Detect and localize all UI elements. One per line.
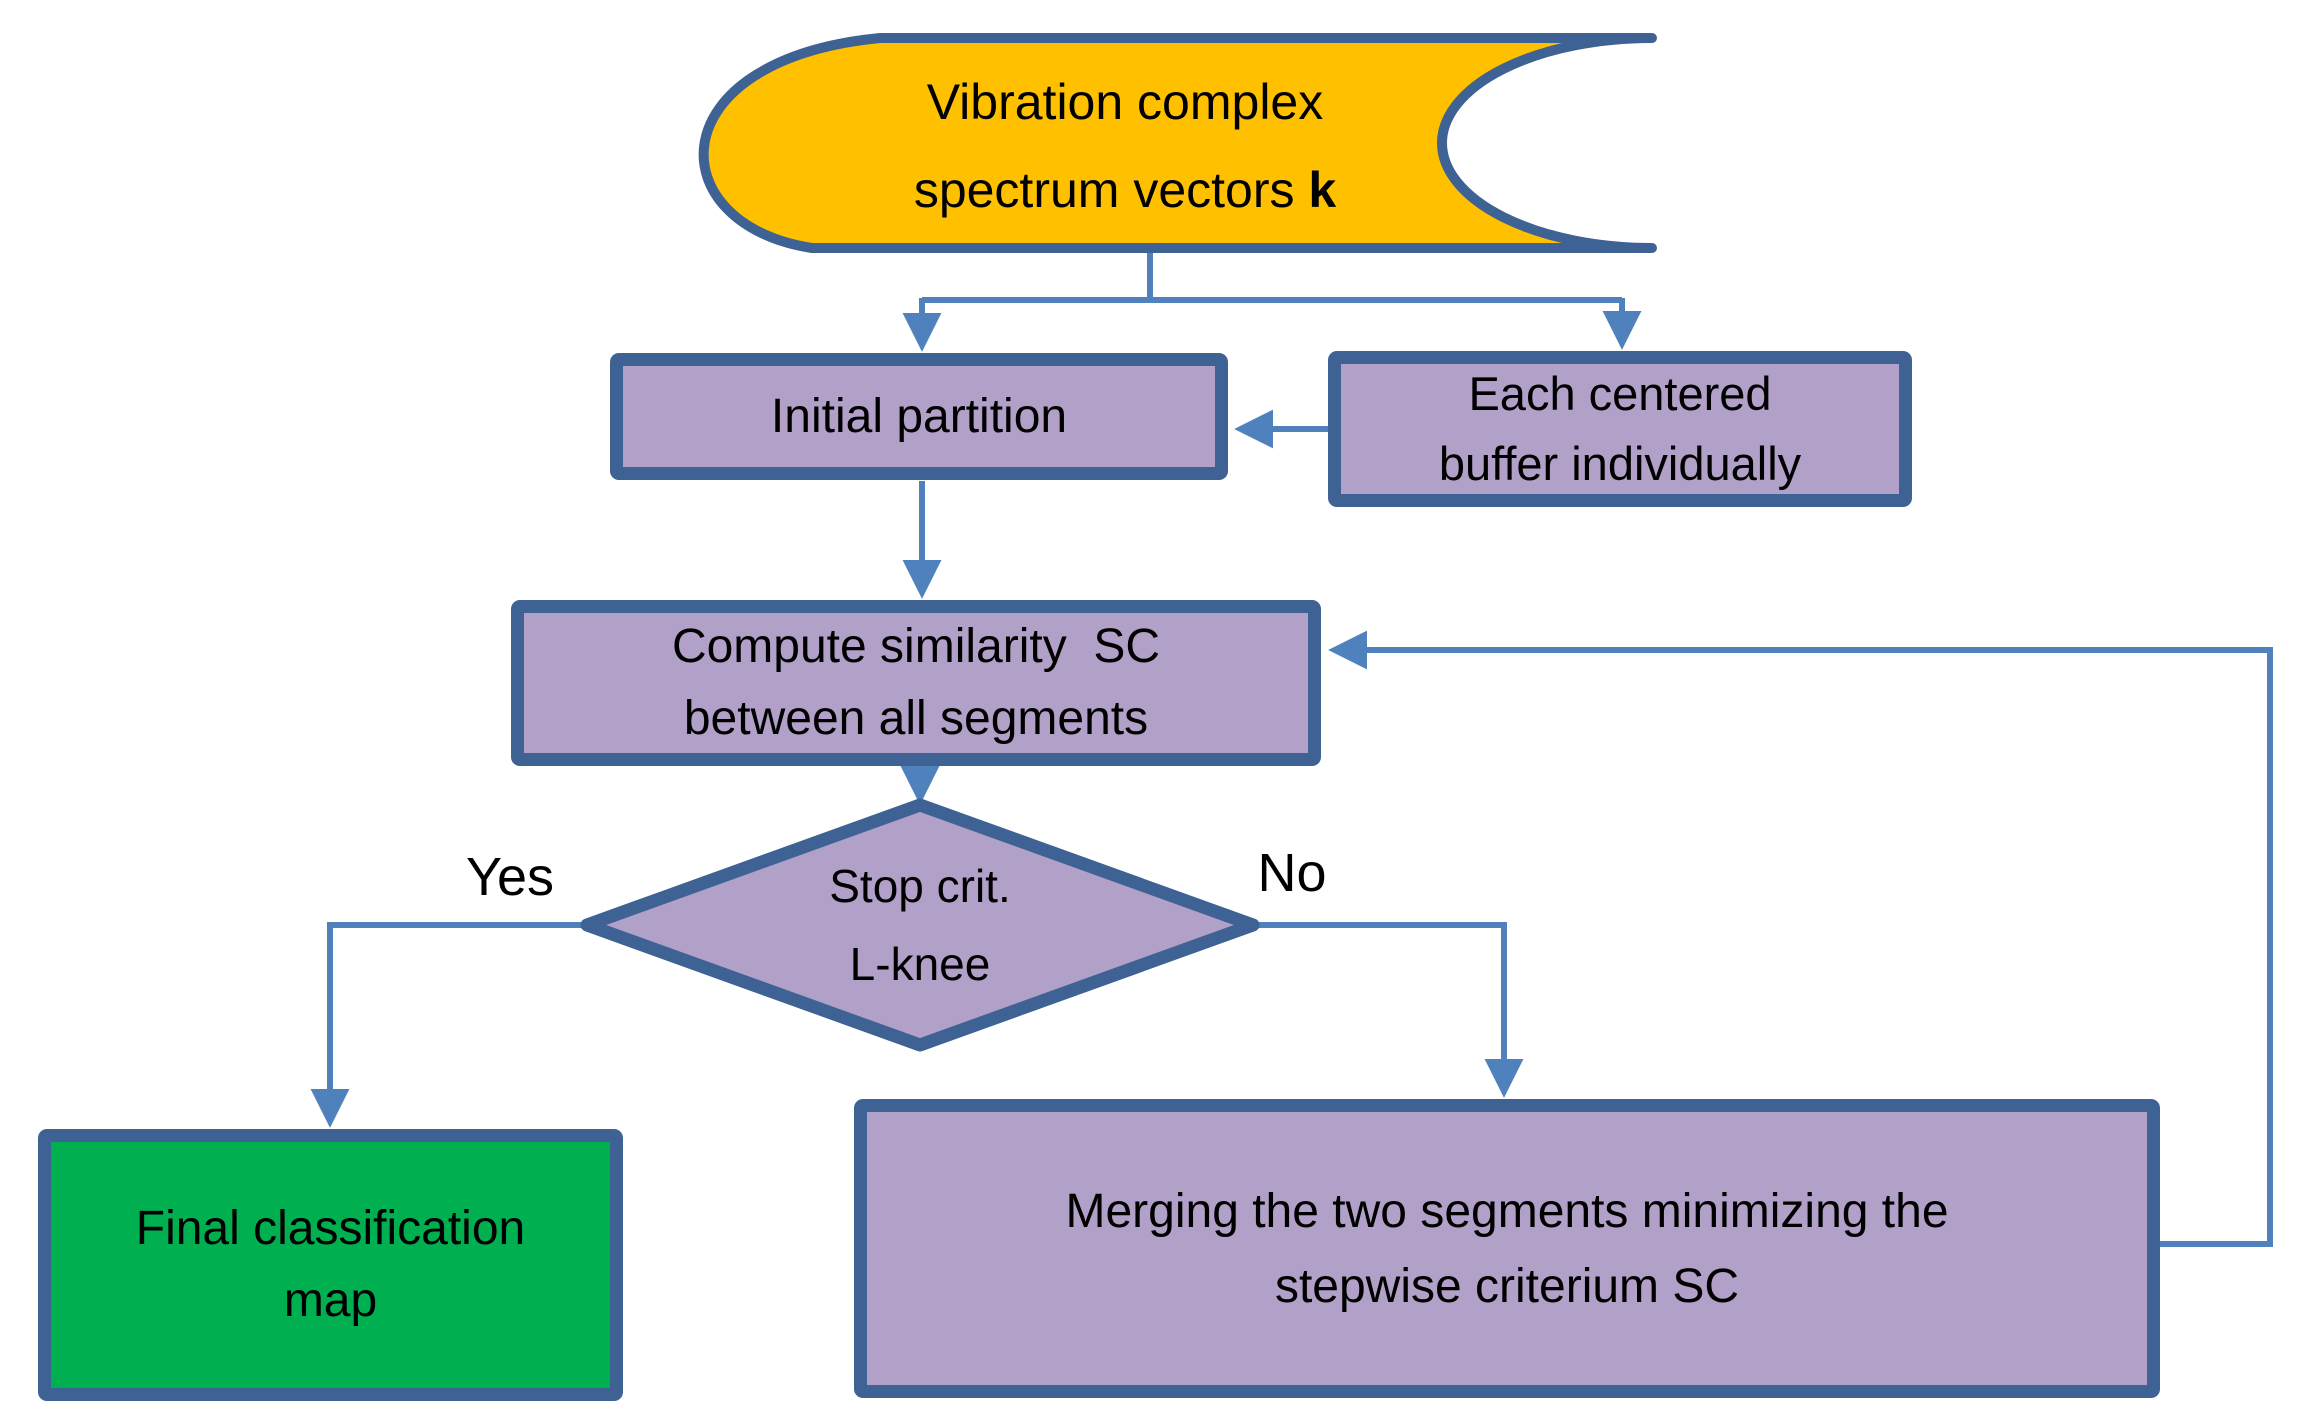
compute-similarity-line2: between all segments xyxy=(683,692,1149,745)
decision-line1: Stop crit. xyxy=(829,860,1011,912)
input-vector-symbol: k xyxy=(1308,162,1337,218)
edge-merge-feedback-to-compute xyxy=(1328,630,2273,1247)
edge-label-yes: Yes xyxy=(465,847,555,907)
each-centered-line1: Each centered xyxy=(1468,367,1772,420)
node-each-centered-buffer: Each centered buffer individually xyxy=(1328,351,1912,507)
final-map-line1: Final classification xyxy=(135,1202,526,1255)
edge-input-split xyxy=(922,248,1622,303)
decision-line2: L-knee xyxy=(849,938,991,990)
edge-decision-yes-to-final-map xyxy=(310,922,587,1128)
edge-label-no: No xyxy=(1257,843,1327,903)
node-merge-segments: Merging the two segments minimizing the … xyxy=(854,1099,2160,1398)
node-initial-partition: Initial partition xyxy=(610,353,1228,480)
stored-data-shape xyxy=(698,33,1657,253)
merge-line1: Merging the two segments minimizing the xyxy=(1065,1184,1949,1238)
node-input-stored-data: Vibration complex spectrum vectors k xyxy=(795,58,1455,234)
node-compute-similarity: Compute similarity SC between all segmen… xyxy=(511,600,1321,766)
compute-similarity-line1: Compute similarity SC xyxy=(671,620,1161,673)
input-line1: Vibration complex xyxy=(926,74,1324,130)
node-decision-stop-criterion: Stop crit. L-knee xyxy=(720,843,1120,1007)
final-map-line2: map xyxy=(283,1274,378,1327)
each-centered-line2: buffer individually xyxy=(1438,437,1802,490)
decision-diamond-shape xyxy=(580,798,1260,1052)
input-line2: spectrum vectors k xyxy=(913,162,1337,218)
merge-line2: stepwise criterium SC xyxy=(1274,1259,1740,1313)
initial-partition-label: Initial partition xyxy=(770,389,1068,443)
edge-decision-no-to-merge xyxy=(1253,922,1524,1098)
node-final-classification-map: Final classification map xyxy=(38,1129,623,1401)
